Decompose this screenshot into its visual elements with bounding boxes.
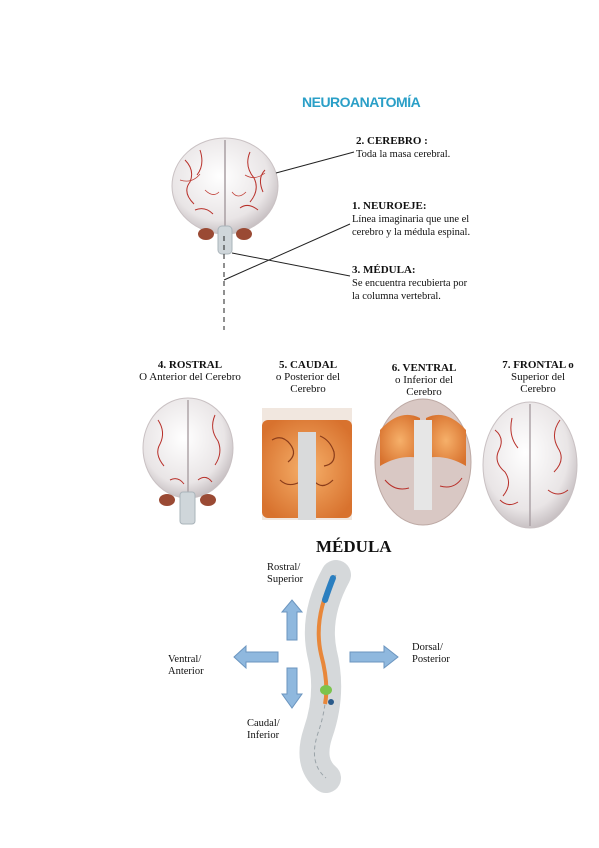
- neuroeje-pointer-line: [223, 223, 351, 281]
- direction-rostral-line2: Superior: [267, 574, 304, 585]
- direction-rostral-line1: Rostral/: [267, 562, 301, 573]
- medula-label-desc-2: la columna vertebral.: [352, 291, 441, 302]
- spinal-cord-illustration: [299, 560, 351, 793]
- arrow-left: [233, 644, 279, 670]
- direction-ventral-line1: Ventral/: [168, 654, 202, 665]
- view-caption-rostral-sub: O Anterior del Cerebro: [139, 371, 241, 383]
- page-title: NEUROANATOMÍA: [302, 94, 421, 110]
- view-caption-caudal-sub2: Cerebro: [290, 383, 326, 395]
- view-caption-ventral-sub: o Inferior del: [394, 374, 454, 386]
- view-caption-ventral-title: 6. VENTRAL: [391, 362, 457, 374]
- view-caption-frontal-title: 7. FRONTAL o: [502, 359, 574, 371]
- view-caption-ventral-sub2: Cerebro: [406, 386, 442, 398]
- view-caption-caudal-sub: o Posterior del: [275, 371, 341, 383]
- main-brain-illustration: [171, 137, 279, 255]
- view-caption-rostral: 4. ROSTRAL O Anterior del Cerebro: [128, 359, 252, 383]
- arrow-up: [280, 599, 304, 641]
- direction-dorsal-label: Dorsal/ Posterior: [412, 642, 450, 666]
- medula-label: 3. MÉDULA: Se encuentra recubierta por l…: [352, 264, 467, 303]
- rostral-view-image: [142, 397, 234, 525]
- medula-section-title: MÉDULA: [316, 537, 392, 556]
- arrow-right: [349, 644, 399, 670]
- ventral-view-image: [374, 398, 472, 526]
- view-caption-caudal-title: 5. CAUDAL: [278, 359, 338, 371]
- view-caption-ventral: 6. VENTRAL o Inferior del Cerebro: [376, 362, 472, 398]
- cerebro-label-title: 2. CEREBRO :: [356, 135, 428, 147]
- cerebro-label: 2. CEREBRO : Toda la masa cerebral.: [356, 135, 450, 161]
- direction-caudal-line2: Inferior: [247, 730, 280, 741]
- medula-label-title: 3. MÉDULA:: [352, 264, 416, 276]
- direction-dorsal-line1: Dorsal/: [412, 642, 443, 653]
- view-caption-frontal: 7. FRONTAL o Superior del Cerebro: [486, 359, 590, 395]
- medula-label-desc-1: Se encuentra recubierta por: [352, 278, 468, 289]
- arrow-down: [281, 667, 303, 709]
- direction-rostral-label: Rostral/ Superior: [267, 562, 303, 586]
- frontal-view-image: [482, 401, 578, 529]
- caudal-view-image: [262, 408, 352, 520]
- direction-arrows: [233, 599, 399, 709]
- direction-ventral-label: Ventral/ Anterior: [168, 654, 204, 678]
- neuroeje-label-title: 1. NEUROEJE:: [352, 200, 427, 212]
- direction-ventral-line2: Anterior: [168, 666, 204, 677]
- direction-caudal-label: Caudal/ Inferior: [247, 718, 280, 742]
- neuroeje-label-desc-1: Línea imaginaria que une el: [352, 214, 470, 225]
- view-caption-frontal-sub: Superior del: [510, 371, 566, 383]
- cerebro-pointer-line: [275, 151, 355, 174]
- neuroeje-label-desc-2: cerebro y la médula espinal.: [352, 227, 471, 238]
- view-caption-frontal-sub2: Cerebro: [520, 383, 556, 395]
- view-caption-rostral-title: 4. ROSTRAL: [157, 359, 223, 371]
- neuroeje-label: 1. NEUROEJE: Línea imaginaria que une el…: [352, 200, 470, 239]
- direction-dorsal-line2: Posterior: [412, 654, 450, 665]
- cerebro-label-desc: Toda la masa cerebral.: [356, 149, 451, 160]
- view-caption-caudal: 5. CAUDAL o Posterior del Cerebro: [260, 359, 356, 395]
- direction-caudal-line1: Caudal/: [247, 718, 280, 729]
- medula-pointer-line: [231, 252, 351, 277]
